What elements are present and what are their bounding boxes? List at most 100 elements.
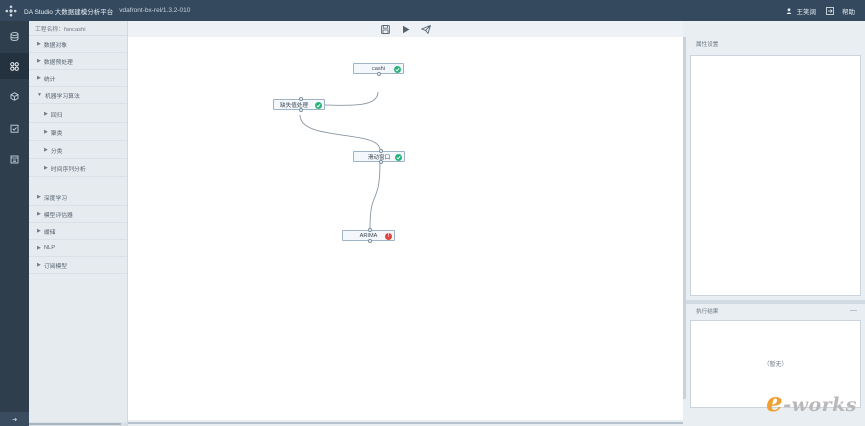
edge-lines xyxy=(299,91,381,230)
output-port[interactable] xyxy=(299,108,303,112)
success-icon xyxy=(315,101,322,109)
caret-right-icon: ▶ xyxy=(37,245,41,251)
cube-icon xyxy=(10,91,19,101)
output-port[interactable] xyxy=(379,160,383,164)
database-icon xyxy=(10,31,19,41)
help-link[interactable]: 帮助 xyxy=(842,8,855,16)
canvas-horizontal-scrollbar[interactable] xyxy=(128,420,683,426)
node-label: 滑动窗口 xyxy=(367,154,391,161)
tree-item[interactable]: ▶聚类 xyxy=(29,124,127,141)
properties-title: 属性设置 xyxy=(696,42,719,48)
grid-icon xyxy=(10,61,19,71)
monitor-icon xyxy=(10,155,19,163)
result-empty-text: （暂无） xyxy=(763,362,788,368)
user-icon xyxy=(786,7,791,14)
tree-item-label: 分类 xyxy=(50,148,63,155)
tree-item[interactable]: ▶分类 xyxy=(29,142,127,159)
canvas-vertical-scrollbar[interactable] xyxy=(683,37,686,399)
caret-right-icon: ▶ xyxy=(44,111,48,117)
node-arima[interactable]: ARIMA ! xyxy=(342,228,395,243)
tree-item[interactable]: ▶数据对象 xyxy=(29,36,127,53)
task-icon xyxy=(10,124,19,133)
input-port[interactable] xyxy=(368,228,372,232)
algorithm-tree-panel: 工程名称：fancashi ▶数据对象 ▶数据预处理 ▶统计 ▼机器学习算法 ▶… xyxy=(29,21,128,426)
tree-item[interactable]: ▶数据预处理 xyxy=(29,53,127,70)
tree-item[interactable]: ▶缓储 xyxy=(29,223,127,240)
success-icon xyxy=(394,65,401,73)
input-port[interactable] xyxy=(299,97,303,101)
sidebar-item-data[interactable] xyxy=(0,23,29,49)
tree-horizontal-scrollbar[interactable] xyxy=(29,422,127,426)
tree-item[interactable]: ▶回归 xyxy=(29,106,127,123)
workflow-canvas[interactable]: cashi 缺失值处理 滑动窗口 ARIMA ! xyxy=(128,37,683,420)
run-icon[interactable] xyxy=(401,24,411,34)
project-name: 工程名称：fancashi xyxy=(29,21,127,36)
tree-item-label: 回归 xyxy=(50,112,63,119)
node-label: ARIMA xyxy=(359,232,378,239)
caret-right-icon: ▶ xyxy=(44,165,48,171)
tree-item-label: 深度学习 xyxy=(43,195,68,202)
caret-right-icon: ▶ xyxy=(37,58,41,64)
tree-item-label: 模型评估器 xyxy=(43,212,73,219)
tree-item-label: NLP xyxy=(43,245,56,251)
user-name[interactable]: 王笑阔 xyxy=(796,8,817,16)
caret-right-icon: ▶ xyxy=(37,228,41,234)
collapse-icon[interactable]: — xyxy=(850,307,857,314)
node-label: cashi xyxy=(371,65,386,72)
tree-item-label: 机器学习算法 xyxy=(44,93,80,100)
logout-icon[interactable] xyxy=(826,6,834,15)
tree-item-label: 缓储 xyxy=(43,229,56,236)
tree-item-label: 数据对象 xyxy=(43,42,68,49)
caret-right-icon: ▶ xyxy=(37,41,41,47)
output-port[interactable] xyxy=(368,239,372,243)
caret-right-icon: ▶ xyxy=(37,211,41,217)
caret-right-icon: ▶ xyxy=(44,129,48,135)
top-bar: DA Studio 大数据建模分析平台 vdafront-bx-rel/1.3.… xyxy=(0,0,865,21)
edge-window-to-arima xyxy=(369,161,381,230)
sidebar-expand-icon[interactable] xyxy=(0,412,29,426)
tree-item[interactable]: ▶模型评估器 xyxy=(29,206,127,223)
panel-splitter[interactable] xyxy=(686,300,865,304)
success-icon xyxy=(395,153,402,161)
tree-item-label: 统计 xyxy=(43,76,56,83)
sidebar-item-models[interactable] xyxy=(0,83,29,109)
caret-right-icon: ▶ xyxy=(37,194,41,200)
tree-item[interactable]: ▶时间序列分析 xyxy=(29,160,127,177)
sidebar-item-modeling[interactable] xyxy=(0,53,29,79)
sidebar-item-monitor[interactable] xyxy=(0,146,29,172)
tree-item-label: 时间序列分析 xyxy=(50,166,86,173)
tree-item[interactable]: ▶统计 xyxy=(29,70,127,87)
properties-body xyxy=(690,55,861,296)
app-version: vdafront-bx-rel/1.3.2-010 xyxy=(119,7,191,14)
result-panel: 执行结果 — （暂无） xyxy=(686,304,865,426)
input-port[interactable] xyxy=(379,149,383,153)
output-port[interactable] xyxy=(377,72,381,76)
caret-down-icon: ▼ xyxy=(37,92,42,98)
app-logo-icon xyxy=(0,0,22,21)
tree-item[interactable]: ▶NLP xyxy=(29,240,127,257)
tree-item[interactable]: ▶深度学习 xyxy=(29,189,127,206)
tree-item-label: 聚类 xyxy=(50,130,63,137)
error-icon: ! xyxy=(385,232,392,240)
caret-right-icon: ▶ xyxy=(44,147,48,153)
node-sliding-window[interactable]: 滑动窗口 xyxy=(353,149,405,164)
icon-sidebar xyxy=(0,21,29,426)
node-missing-value[interactable]: 缺失值处理 xyxy=(273,97,325,112)
node-cashi[interactable]: cashi xyxy=(353,63,404,76)
eworks-watermark-logo: e-works xyxy=(766,388,857,418)
tree-item-label: 数据预处理 xyxy=(43,59,73,66)
tree-item[interactable]: ▶订阅模型 xyxy=(29,257,127,274)
tree-item[interactable]: ▼机器学习算法 xyxy=(29,87,127,104)
node-label: 缺失值处理 xyxy=(280,102,308,109)
app-title: DA Studio 大数据建模分析平台 xyxy=(24,8,114,16)
caret-right-icon: ▶ xyxy=(37,75,41,81)
publish-icon[interactable] xyxy=(420,24,431,34)
result-body: （暂无） xyxy=(690,320,861,408)
edge-missing-to-window xyxy=(299,114,381,151)
properties-panel: 属性设置 xyxy=(686,37,865,300)
sidebar-item-tasks[interactable] xyxy=(0,115,29,141)
top-right-menu: 王笑阔 帮助 xyxy=(786,0,855,21)
workflow-canvas-area: cashi 缺失值处理 滑动窗口 ARIMA ! xyxy=(128,21,683,426)
save-icon[interactable] xyxy=(381,24,391,34)
tree-item-label: 订阅模型 xyxy=(43,263,68,270)
